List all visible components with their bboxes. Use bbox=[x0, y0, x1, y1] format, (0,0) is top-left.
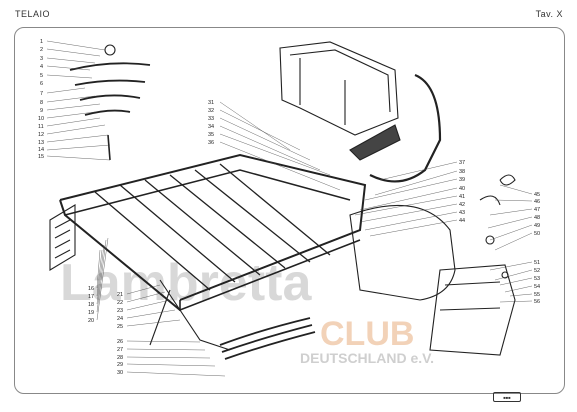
callout-53: 53 bbox=[534, 276, 540, 282]
callout-29: 29 bbox=[117, 362, 123, 368]
callout-3: 3 bbox=[40, 56, 43, 62]
callout-49: 49 bbox=[534, 223, 540, 229]
callout-22: 22 bbox=[117, 300, 123, 306]
callout-20: 20 bbox=[88, 318, 94, 324]
watermark-line2: CLUB bbox=[320, 315, 414, 353]
callout-leaders bbox=[46, 40, 533, 377]
callout-10: 10 bbox=[38, 116, 44, 122]
callout-37: 37 bbox=[459, 160, 465, 166]
callout-24: 24 bbox=[117, 316, 123, 322]
callout-16: 16 bbox=[88, 286, 94, 292]
drawing-frame bbox=[14, 27, 565, 394]
running-board bbox=[349, 204, 456, 301]
callout-4: 4 bbox=[40, 64, 43, 70]
pivot-plate bbox=[429, 264, 516, 356]
callout-45: 45 bbox=[534, 192, 540, 198]
frame-structure bbox=[49, 41, 516, 360]
callout-15: 15 bbox=[38, 154, 44, 160]
frame-rail-lower bbox=[64, 169, 351, 216]
publisher-logo: ■■■ bbox=[493, 392, 521, 402]
callout-43: 43 bbox=[459, 210, 465, 216]
callout-39: 39 bbox=[459, 177, 465, 183]
callout-21: 21 bbox=[117, 292, 123, 298]
callout-42: 42 bbox=[459, 202, 465, 208]
callout-51: 51 bbox=[534, 260, 540, 266]
callout-27: 27 bbox=[117, 347, 123, 353]
callout-1: 1 bbox=[40, 39, 43, 45]
callout-41: 41 bbox=[459, 194, 465, 200]
side-grille bbox=[49, 204, 76, 271]
leaf-spring bbox=[219, 317, 316, 360]
frame-rail-left bbox=[59, 199, 181, 311]
callout-7: 7 bbox=[40, 91, 43, 97]
callout-12: 12 bbox=[38, 132, 44, 138]
callout-14: 14 bbox=[38, 147, 44, 153]
callout-44: 44 bbox=[459, 218, 465, 224]
callout-11: 11 bbox=[38, 124, 44, 130]
bolt-head bbox=[104, 44, 116, 56]
callout-40: 40 bbox=[459, 186, 465, 192]
callout-50: 50 bbox=[534, 231, 540, 237]
leaf-spring-pack bbox=[69, 62, 151, 116]
plate-number: Tav. X bbox=[535, 9, 563, 19]
callout-18: 18 bbox=[88, 302, 94, 308]
side-grille-slats bbox=[54, 219, 71, 259]
callout-56: 56 bbox=[534, 299, 540, 305]
nut bbox=[501, 271, 509, 279]
watermark-line3: DEUTSCHLAND e.V. bbox=[300, 350, 434, 366]
page-title: TELAIO bbox=[15, 9, 51, 19]
long-bolt bbox=[107, 134, 111, 161]
callout-19: 19 bbox=[88, 310, 94, 316]
washer bbox=[485, 235, 495, 245]
callout-52: 52 bbox=[534, 268, 540, 274]
rear-loop-tube bbox=[369, 73, 442, 183]
callout-25: 25 bbox=[117, 324, 123, 330]
callout-6: 6 bbox=[40, 81, 43, 87]
callout-54: 54 bbox=[534, 284, 540, 290]
callout-31: 31 bbox=[208, 100, 214, 106]
callout-28: 28 bbox=[117, 355, 123, 361]
callout-38: 38 bbox=[459, 169, 465, 175]
tank-bracket-inner bbox=[289, 49, 391, 113]
callout-36: 36 bbox=[208, 140, 214, 146]
callout-9: 9 bbox=[40, 108, 43, 114]
tank-bracket-ribs bbox=[299, 58, 346, 125]
callout-48: 48 bbox=[534, 215, 540, 221]
callout-numbers: 1 2 3 4 5 6 7 8 9 10 11 12 13 14 15 16 1… bbox=[38, 39, 540, 376]
pivot-plate-lines bbox=[439, 281, 501, 311]
callout-33: 33 bbox=[208, 116, 214, 122]
callout-26: 26 bbox=[117, 339, 123, 345]
frame-cross-members bbox=[94, 163, 331, 291]
tank-bracket bbox=[279, 41, 399, 136]
callout-55: 55 bbox=[534, 292, 540, 298]
callout-13: 13 bbox=[38, 140, 44, 146]
tank-lower-plate bbox=[349, 124, 401, 161]
callout-2: 2 bbox=[40, 47, 43, 53]
callout-30: 30 bbox=[117, 370, 123, 376]
spring-clips bbox=[479, 174, 516, 206]
callout-32: 32 bbox=[208, 108, 214, 114]
callout-5: 5 bbox=[40, 73, 43, 79]
callout-46: 46 bbox=[534, 199, 540, 205]
callout-23: 23 bbox=[117, 308, 123, 314]
callout-47: 47 bbox=[534, 207, 540, 213]
callout-35: 35 bbox=[208, 132, 214, 138]
callout-34: 34 bbox=[208, 124, 214, 130]
stand-bracket bbox=[149, 279, 231, 351]
callout-17: 17 bbox=[88, 294, 94, 300]
callout-8: 8 bbox=[40, 100, 43, 106]
